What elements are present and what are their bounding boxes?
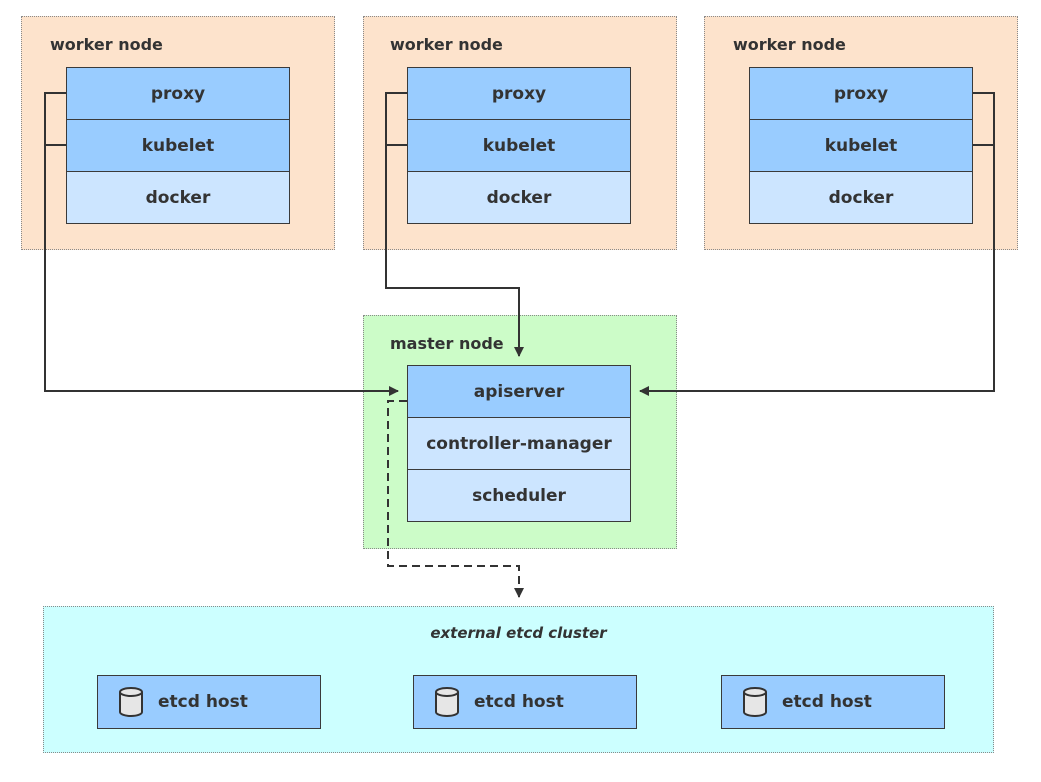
etcd-host-label: etcd host xyxy=(474,692,564,712)
apiserver-box: apiserver xyxy=(407,365,631,418)
database-icon xyxy=(743,687,767,717)
connector-worker2-apiserver xyxy=(385,92,524,357)
connector-worker3-apiserver xyxy=(639,92,995,396)
etcd-host-3: etcd host xyxy=(721,675,945,729)
database-icon xyxy=(119,687,143,717)
proxy-box: proxy xyxy=(749,67,973,120)
worker-node-title: worker node xyxy=(50,35,163,54)
docker-box: docker xyxy=(749,171,973,224)
connector-worker1-apiserver xyxy=(44,92,399,396)
connector-apiserver-etcd xyxy=(387,400,524,598)
worker-node-title: worker node xyxy=(390,35,503,54)
etcd-host-label: etcd host xyxy=(782,692,872,712)
kubelet-box: kubelet xyxy=(66,119,290,172)
docker-box: docker xyxy=(407,171,631,224)
database-icon xyxy=(435,687,459,717)
etcd-cluster-title: external etcd cluster xyxy=(430,624,607,642)
worker-node-title: worker node xyxy=(733,35,846,54)
controller-manager-box: controller-manager xyxy=(407,417,631,470)
master-node-title: master node xyxy=(390,334,504,353)
kubelet-box: kubelet xyxy=(407,119,631,172)
etcd-host-label: etcd host xyxy=(158,692,248,712)
etcd-host-1: etcd host xyxy=(97,675,321,729)
docker-box: docker xyxy=(66,171,290,224)
proxy-box: proxy xyxy=(407,67,631,120)
scheduler-box: scheduler xyxy=(407,469,631,522)
etcd-host-2: etcd host xyxy=(413,675,637,729)
kubelet-box: kubelet xyxy=(749,119,973,172)
